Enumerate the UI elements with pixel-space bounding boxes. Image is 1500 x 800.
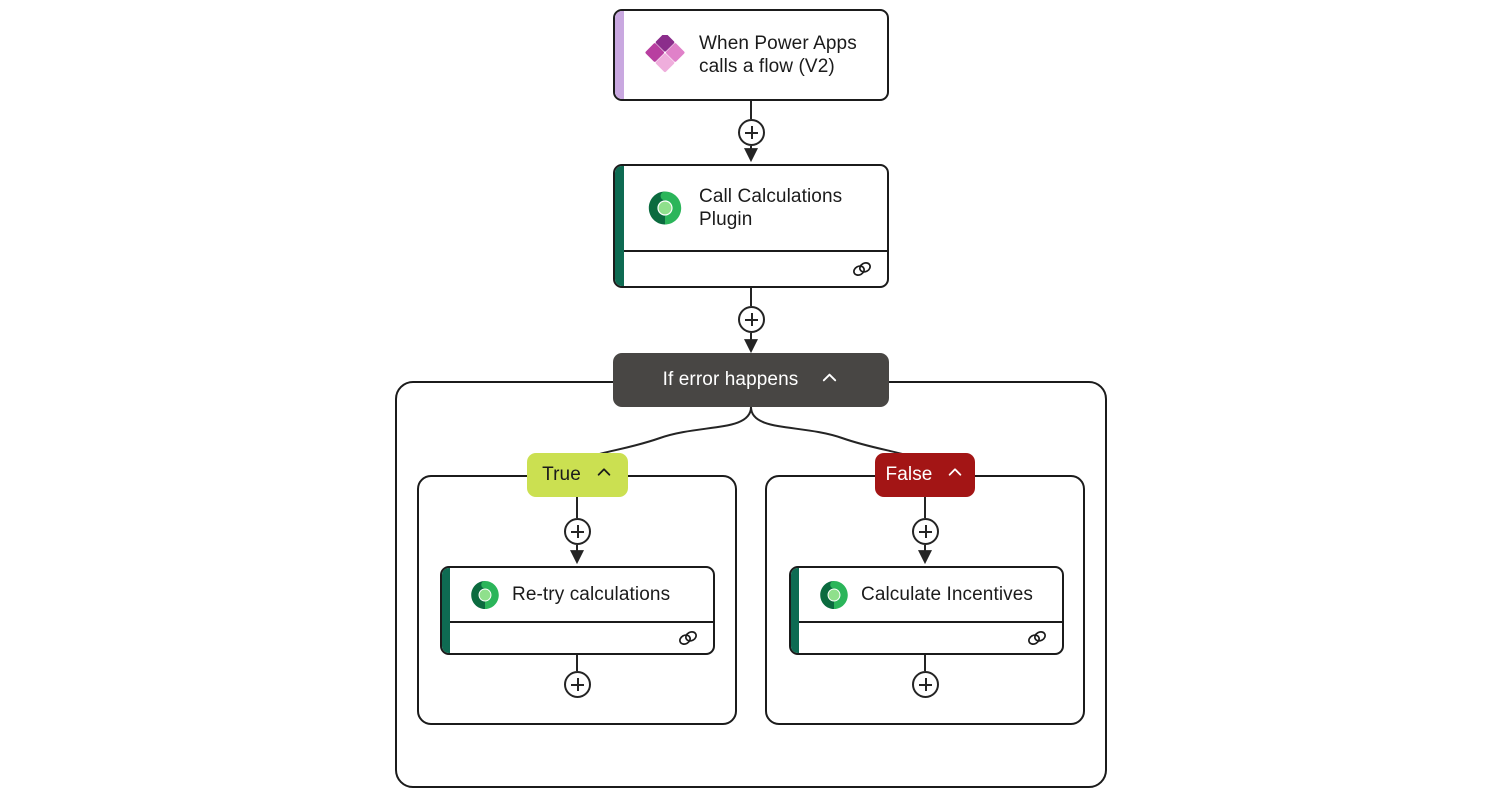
action-card-footer bbox=[791, 621, 1062, 653]
trigger-card-power-apps[interactable]: When Power Apps calls a flow (V2) bbox=[613, 9, 889, 101]
chevron-up-icon[interactable] bbox=[946, 463, 964, 487]
action-title: Call Calculations Plugin bbox=[699, 186, 843, 230]
link-icon[interactable] bbox=[1026, 629, 1048, 647]
action-accent-bar bbox=[442, 568, 450, 653]
branch-badge-false[interactable]: False bbox=[875, 453, 975, 497]
add-step-button-false-bottom[interactable] bbox=[912, 671, 939, 698]
branch-badge-true-label: True bbox=[542, 464, 581, 485]
add-step-button-after-action[interactable] bbox=[738, 306, 765, 333]
action-title: Calculate Incentives bbox=[861, 584, 1034, 605]
add-step-button-after-trigger[interactable] bbox=[738, 119, 765, 146]
add-step-button-true-top[interactable] bbox=[564, 518, 591, 545]
trigger-accent-bar bbox=[615, 11, 624, 99]
link-icon[interactable] bbox=[677, 629, 699, 647]
action-accent-bar bbox=[615, 166, 624, 286]
condition-header-label: If error happens bbox=[662, 369, 799, 390]
dataverse-icon bbox=[645, 188, 685, 228]
action-card-call-calculations-plugin[interactable]: Call Calculations Plugin bbox=[613, 164, 889, 288]
action-accent-bar bbox=[791, 568, 799, 653]
condition-header-if-error-happens[interactable]: If error happens bbox=[613, 353, 889, 407]
dataverse-icon bbox=[468, 578, 502, 612]
power-apps-icon bbox=[645, 35, 685, 75]
branch-badge-true[interactable]: True bbox=[527, 453, 628, 497]
trigger-title: When Power Apps calls a flow (V2) bbox=[699, 33, 857, 77]
chevron-up-icon[interactable] bbox=[595, 463, 613, 487]
add-step-button-true-bottom[interactable] bbox=[564, 671, 591, 698]
branch-badge-false-label: False bbox=[885, 464, 933, 485]
action-title: Re-try calculations bbox=[512, 584, 671, 605]
action-card-re-try-calculations[interactable]: Re-try calculations bbox=[440, 566, 715, 655]
action-card-footer bbox=[615, 250, 887, 286]
add-step-button-false-top[interactable] bbox=[912, 518, 939, 545]
dataverse-icon bbox=[817, 578, 851, 612]
action-card-calculate-incentives[interactable]: Calculate Incentives bbox=[789, 566, 1064, 655]
action-card-footer bbox=[442, 621, 713, 653]
link-icon[interactable] bbox=[851, 260, 873, 278]
chevron-up-icon[interactable] bbox=[820, 368, 839, 393]
